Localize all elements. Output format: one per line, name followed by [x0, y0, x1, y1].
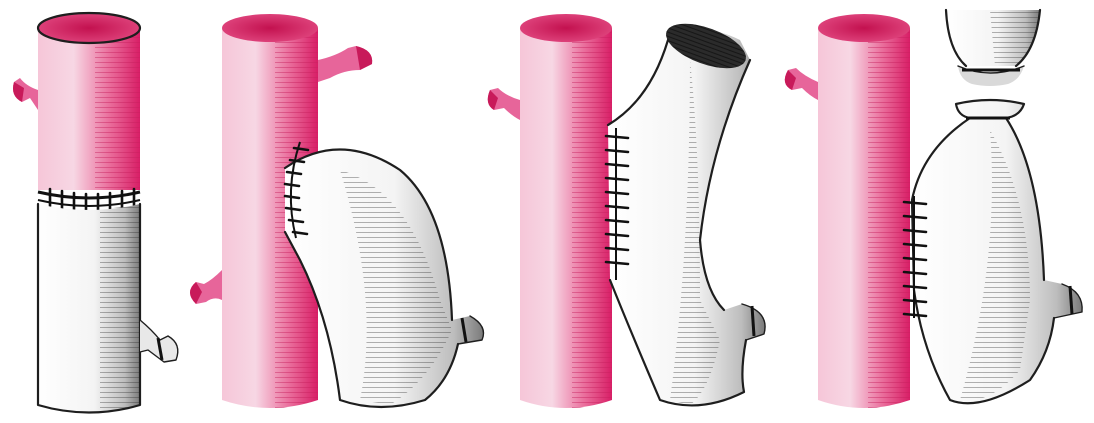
vessel-lumen: [222, 14, 318, 42]
panel-4: [785, 10, 1082, 410]
grey-vessel-ligated: [912, 100, 1082, 403]
pink-vessel: [488, 14, 612, 410]
grey-vessel-angled: [608, 15, 765, 406]
pink-vessel-upper: [13, 13, 140, 190]
panel-2: [190, 14, 484, 410]
grey-vessel-lower: [38, 204, 178, 413]
vessel-lumen: [520, 14, 612, 42]
panel-1: [13, 13, 178, 413]
vessel-lumen: [818, 14, 910, 42]
panel-3: [488, 14, 765, 410]
pink-vessel: [785, 14, 910, 410]
ligated-stump-top: [946, 10, 1040, 86]
